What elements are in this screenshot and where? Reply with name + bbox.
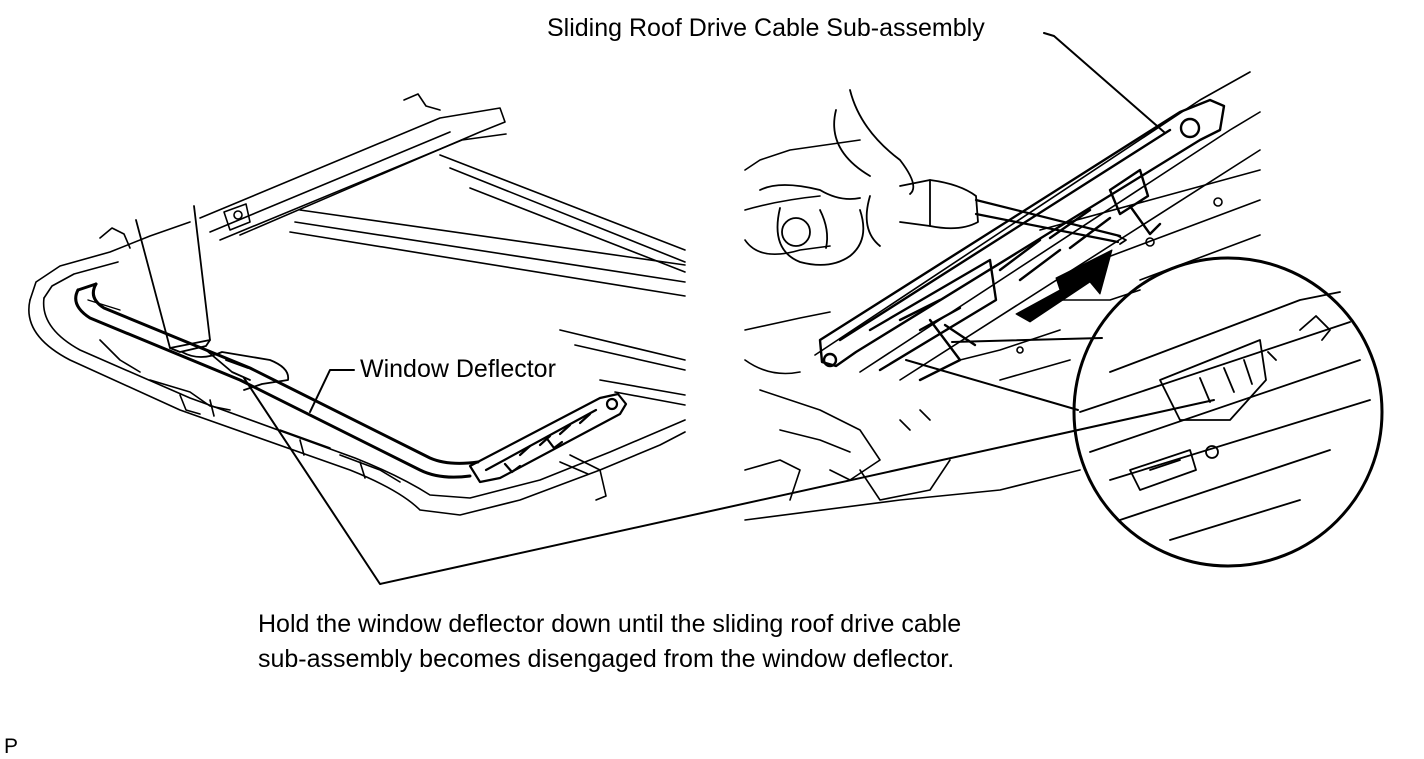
window-deflector-label: Window Deflector	[360, 355, 556, 383]
cable-sub-assembly-label: Sliding Roof Drive Cable Sub-assembly	[547, 14, 985, 42]
sunroof-frame-left-view	[28, 93, 686, 516]
magnified-detail-circle	[1072, 256, 1384, 568]
drive-cable-bracket-left	[468, 392, 628, 484]
drive-cable-sub-assembly-right	[818, 98, 1226, 382]
page-marker: P	[4, 735, 19, 758]
disengage-direction-arrow	[1015, 249, 1113, 323]
screwdriver-and-hand-right	[759, 89, 1127, 266]
window-deflector-part	[74, 282, 480, 479]
leader-lines	[243, 32, 1215, 585]
instruction-caption-line-2: sub-assembly becomes disengaged from the…	[258, 645, 955, 673]
instruction-caption-line-1: Hold the window deflector down until the…	[258, 610, 962, 638]
